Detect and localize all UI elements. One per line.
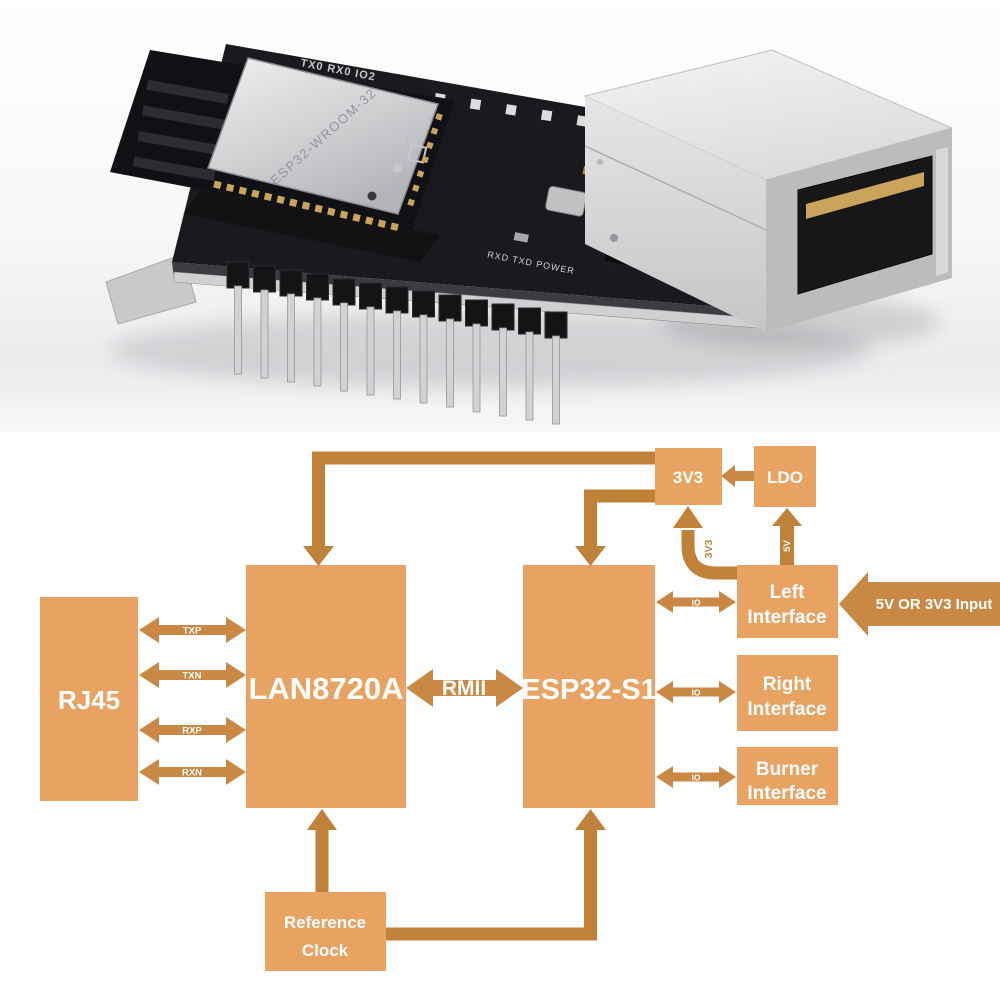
power-input-arrow: 5V OR 3V3 Input <box>839 572 1000 636</box>
box-rj45 <box>40 597 138 801</box>
power-line-3v3-to-esp32 <box>584 489 655 546</box>
esp32-label: ESP32-S1 <box>521 674 656 706</box>
double-arrow <box>656 681 736 703</box>
power-line-3v3-to-lan8720a <box>312 451 655 546</box>
clock-line-to-esp32 <box>384 830 597 941</box>
rj45-highlight <box>936 147 948 276</box>
signal-arrow-txp: TXP <box>139 617 246 643</box>
double-arrow <box>139 617 246 643</box>
module-castellation-pads <box>213 180 401 232</box>
shield-pin1-dot <box>367 191 377 201</box>
lan8720a-label: LAN8720A <box>248 671 403 706</box>
double-arrow <box>406 669 523 707</box>
rj45-weld-dot <box>610 234 618 242</box>
crystal-oscillator <box>545 186 587 217</box>
power-input-label: 5V OR 3V3 Input <box>876 596 993 613</box>
3v3-label: 3V3 <box>673 468 703 487</box>
rmii-label: RMII <box>442 677 486 700</box>
block-diagram: TXP TXN RXP RXN RMII IO IO <box>40 446 1000 971</box>
rj45-weld-dot <box>597 159 603 165</box>
label-5v: 5V <box>782 540 793 552</box>
rj45-left-face <box>585 96 766 332</box>
rxp-label: RXP <box>182 726 202 737</box>
double-arrow <box>656 766 736 788</box>
txn-label: TXN <box>183 671 202 682</box>
box-lan8720a <box>246 565 406 808</box>
box-right-interface <box>737 655 838 731</box>
reference-clock-label-2: Clock <box>302 941 349 960</box>
qr-dot <box>393 163 403 173</box>
ldo-label: LDO <box>767 468 803 487</box>
io-arrow-burner-interface: IO <box>656 766 736 788</box>
box-left-interface <box>737 565 838 638</box>
burner-interface-label-2: Interface <box>747 783 826 804</box>
module-shadow <box>183 190 440 262</box>
arrowhead-into-esp32-top <box>575 546 606 566</box>
smd-part <box>513 232 529 243</box>
io-label: IO <box>692 773 701 783</box>
right-interface-label-2: Interface <box>747 699 826 720</box>
io-label: IO <box>692 598 701 608</box>
burner-interface-label-1: Burner <box>756 759 819 780</box>
signal-arrow-txn: TXN <box>139 662 246 688</box>
rj45-jack <box>583 49 954 332</box>
box-burner-interface <box>737 747 838 805</box>
curve-3v3-line <box>681 530 742 580</box>
antenna-meander <box>132 79 229 181</box>
box-3v3 <box>655 448 722 505</box>
rj45-label: RJ45 <box>58 685 120 715</box>
arrowhead-into-lan8720a <box>303 546 334 566</box>
arrowhead-clock-into-esp32 <box>575 809 606 830</box>
arrow-ldo-to-3v3 <box>721 465 754 487</box>
module-castellation-pads-right <box>405 113 443 213</box>
box-reference-clock <box>265 892 386 971</box>
rj45-crease <box>584 145 767 231</box>
shield-qr-pattern <box>386 124 428 173</box>
reference-clock-label-1: Reference <box>284 913 366 932</box>
label-curve-3v3: 3V3 <box>703 540 715 559</box>
arrow-5v-up <box>772 508 802 565</box>
io-label: IO <box>692 688 701 698</box>
product-photo: TX0 RX0 IO2 ESP32-WROOM-32 RXD TXD <box>0 0 1000 432</box>
io-arrow-right-interface: IO <box>656 681 736 703</box>
left-interface-label-1: Left <box>770 582 806 603</box>
module-shield <box>207 57 439 215</box>
right-interface-label-1: Right <box>763 674 812 695</box>
double-arrow <box>139 662 246 688</box>
box-esp32 <box>523 565 655 808</box>
qr-square <box>386 124 408 145</box>
rxn-label: RXN <box>182 768 202 779</box>
io-arrow-left-interface: IO <box>656 591 736 613</box>
arrowhead-clock-into-lan8720a <box>307 809 337 830</box>
left-interface-label-2: Interface <box>747 607 826 628</box>
double-arrow <box>139 759 246 785</box>
big-left-arrow <box>839 572 1000 636</box>
box-ldo <box>754 446 816 507</box>
txp-label: TXP <box>183 626 202 637</box>
signal-arrow-rxn: RXN <box>139 759 246 785</box>
rmii-arrow: RMII <box>406 669 523 707</box>
double-arrow <box>656 591 736 613</box>
rj45-gold-contacts <box>806 172 924 219</box>
signal-arrow-rxp: RXP <box>139 717 246 743</box>
antenna-traces <box>132 79 229 181</box>
double-arrow <box>139 717 246 743</box>
arrowhead-curve-into-3v3 <box>673 506 703 528</box>
qr-square <box>406 143 428 164</box>
